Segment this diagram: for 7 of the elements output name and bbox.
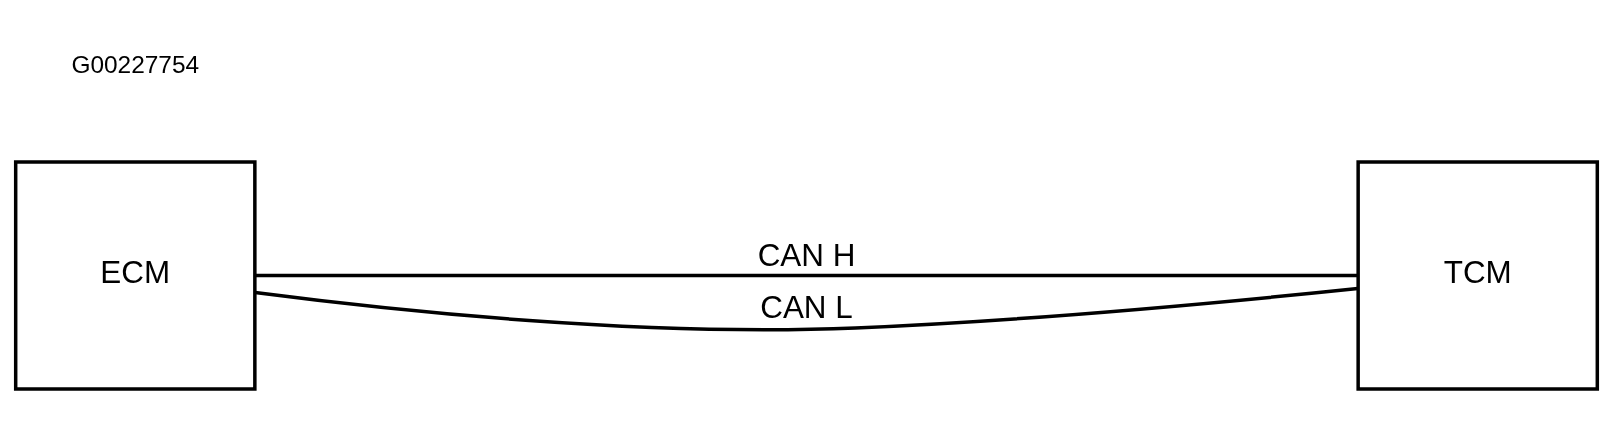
edge-label: CAN L — [760, 290, 853, 326]
node-box: TCM — [1356, 160, 1600, 391]
connector — [255, 273, 1358, 278]
node-box: ECM — [13, 160, 257, 391]
connector — [254, 286, 1358, 332]
edge-label: CAN H — [757, 237, 856, 273]
label: G00227754 — [71, 50, 200, 78]
